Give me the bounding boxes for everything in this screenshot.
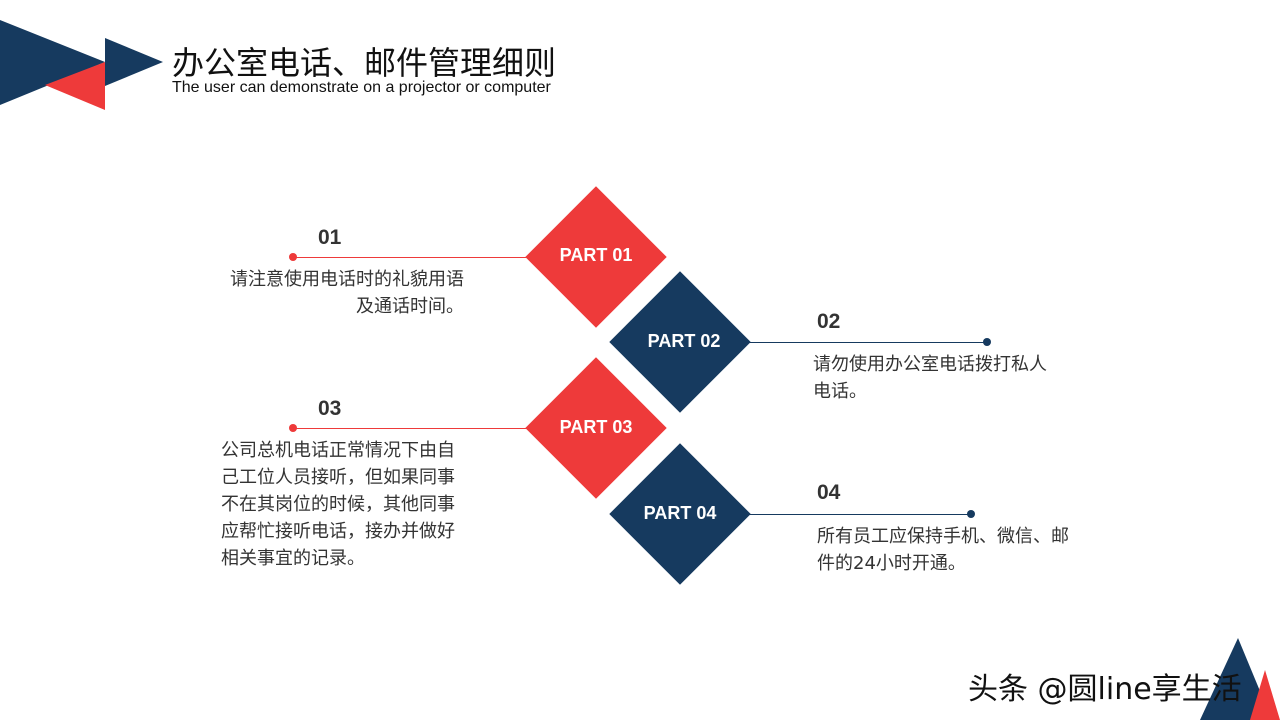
- part-01-description: 请注意使用电话时的礼貌用语及通话时间。: [230, 269, 464, 317]
- connector-line-02: [745, 342, 987, 343]
- part-01-number: 01: [318, 226, 342, 249]
- part-03-description: 公司总机电话正常情况下由自己工位人员接听，但如果同事不在其岗位的时候，其他同事应…: [221, 440, 455, 569]
- part-02-description: 请勿使用办公室电话拨打私人电话。: [813, 354, 1047, 402]
- connector-line-01: [294, 257, 530, 258]
- footer-decoration: [1200, 638, 1280, 720]
- part-04-label: PART 04: [643, 503, 717, 523]
- page-subtitle: The user can demonstrate on a projector …: [172, 79, 551, 96]
- connector-dot-01: [289, 253, 297, 261]
- header-decoration: [0, 20, 163, 110]
- connector-line-04: [745, 514, 971, 515]
- connector-dot-02: [983, 338, 991, 346]
- part-04-description: 所有员工应保持手机、微信、邮件的24小时开通。: [817, 526, 1069, 574]
- part-04-number: 04: [817, 481, 841, 504]
- connector-dot-03: [289, 424, 297, 432]
- connector-line-03: [294, 428, 530, 429]
- part-02-number: 02: [817, 310, 841, 333]
- part-02-label: PART 02: [647, 331, 721, 351]
- watermark-text: 头条 @圆line享生活: [968, 672, 1242, 707]
- connector-dot-04: [967, 510, 975, 518]
- page-title: 办公室电话、邮件管理细则: [172, 44, 557, 82]
- part-03-label: PART 03: [559, 417, 633, 437]
- part-03-number: 03: [318, 397, 342, 420]
- part-01-label: PART 01: [559, 245, 633, 265]
